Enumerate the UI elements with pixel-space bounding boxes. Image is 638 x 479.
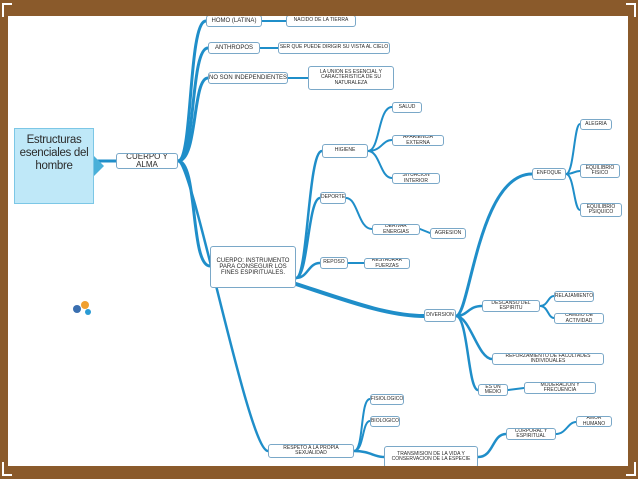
node-anthropos: ANTHROPOS — [208, 42, 260, 54]
node-sexualidad: RESPETO A LA PROPIA SEXUALIDAD — [268, 444, 354, 458]
link-descanso-cambio — [539, 305, 555, 319]
link-descanso-relajamiento — [539, 295, 555, 307]
node-no-independientes-desc: LA UNION ES ESENCIAL Y CARACTERISTICA DE… — [308, 66, 394, 90]
link-enfoque-eq-psiquico — [565, 173, 581, 211]
link-medio-moderacion — [507, 387, 525, 391]
node-no-independientes: NO SON INDEPENDIENTES — [208, 72, 288, 84]
root-label-line-2: esenciales del — [19, 147, 89, 160]
link-instr-reposo — [294, 261, 322, 280]
link-cuerpo-instrumento — [176, 159, 212, 268]
frame-corner-top-right — [626, 3, 636, 17]
node-corporal-espiritual: CORPORAL Y ESPIRITUAL — [506, 428, 556, 440]
link-deporte-derivar — [345, 197, 373, 230]
node-anthropos-desc: SER QUE PUEDE DIRIGIR SU VISTA AL CIELO — [278, 42, 390, 54]
node-reposo: REPOSO — [320, 257, 348, 269]
node-equilibrio-psiquico: EQUILIBRIO PSIQUICO — [580, 203, 622, 217]
link-instr-diversion — [294, 282, 426, 318]
root-label-line-3: hombre — [35, 160, 73, 173]
node-homo-desc: NACIDO DE LA TIERRA — [286, 16, 356, 27]
link-sexualidad-transmision — [352, 449, 386, 459]
node-alegria: ALEGRIA — [580, 119, 612, 130]
connector-lines — [94, 19, 581, 459]
node-transmision: TRANSMISION DE LA VIDA Y CONSERVACION DE… — [384, 446, 478, 466]
node-higiene: HIGIENE — [322, 144, 368, 158]
link-diversion-enfoque — [454, 172, 534, 318]
link-transmision-corporal — [476, 432, 508, 459]
node-apariencia: APARIENCIA EXTERNA — [392, 135, 444, 146]
link-diversion-medio — [454, 314, 480, 392]
link-enfoque-alegria — [565, 123, 581, 175]
node-diversion: DIVERSION — [424, 309, 456, 322]
node-reforzamiento: REFORZAMIENTO DE FACULTADES INDIVIDUALES — [492, 353, 604, 365]
link-sexualidad-fisiologico — [353, 398, 371, 452]
node-situacion: SITUACION INTERIOR — [392, 173, 440, 184]
link-instr-deporte — [294, 196, 322, 280]
link-higiene-salud — [367, 106, 393, 152]
node-salud: SALUD — [392, 102, 422, 113]
node-biologico: BIOLOGICO — [370, 416, 400, 427]
link-higiene-situacion — [367, 150, 393, 179]
node-homo: HOMO (LATINA) — [206, 16, 262, 27]
frame-corner-bottom-left — [2, 462, 12, 476]
node-cambio-actividad: CAMBIO DE ACTIVIDAD — [554, 313, 604, 324]
decor-dot-cyan — [85, 309, 91, 315]
decor-dot-blue — [73, 305, 81, 313]
node-derivar: DERIVAR ENERGIAS — [372, 224, 420, 235]
root-pointer-arrow — [94, 156, 104, 176]
root-label: Estructuras esenciales del hombre — [15, 134, 93, 174]
decor-dot-orange — [81, 301, 89, 309]
node-amor-humano: AMOR HUMANO — [576, 416, 612, 427]
node-agresion: AGRESION — [430, 228, 466, 239]
link-corporal-amor — [555, 421, 577, 435]
node-restaurar: RESTAURAR FUERZAS — [364, 258, 410, 269]
link-cuerpo-no-indep — [176, 76, 210, 163]
frame-corner-bottom-right — [626, 462, 636, 476]
link-cuerpo-sexualidad — [176, 159, 270, 453]
link-instr-higiene — [294, 149, 324, 280]
node-equilibrio-fisico: EQUILIBRIO FISICO — [580, 164, 620, 178]
mind-map-canvas: Estructuras esenciales del hombre CUERPO… — [8, 16, 628, 466]
root-node: Estructuras esenciales del hombre — [14, 128, 94, 315]
node-es-un-medio: ES UN MEDIO — [478, 384, 508, 396]
link-cuerpo-homo — [176, 19, 208, 163]
node-moderacion: MODERACION Y FRECUENCIA — [524, 382, 596, 394]
node-enfoque: ENFOQUE — [532, 168, 566, 180]
node-fisiologico: FISIOLOGICO — [370, 394, 404, 405]
node-relajamiento: RELAJAMIENTO — [554, 291, 594, 302]
node-descanso: DESCANSO DEL ESPIRITU — [482, 300, 540, 312]
node-cuerpo-instrumento: CUERPO: INSTRUMENTO PARA CONSEGUIR LOS F… — [210, 246, 296, 288]
root-label-line-1: Estructuras — [26, 134, 82, 146]
node-deporte: DEPORTE — [320, 192, 346, 204]
frame-corner-top-left — [2, 3, 12, 17]
link-derivar-agresion — [419, 228, 431, 234]
node-cuerpo-alma: CUERPO Y ALMA — [116, 153, 178, 169]
